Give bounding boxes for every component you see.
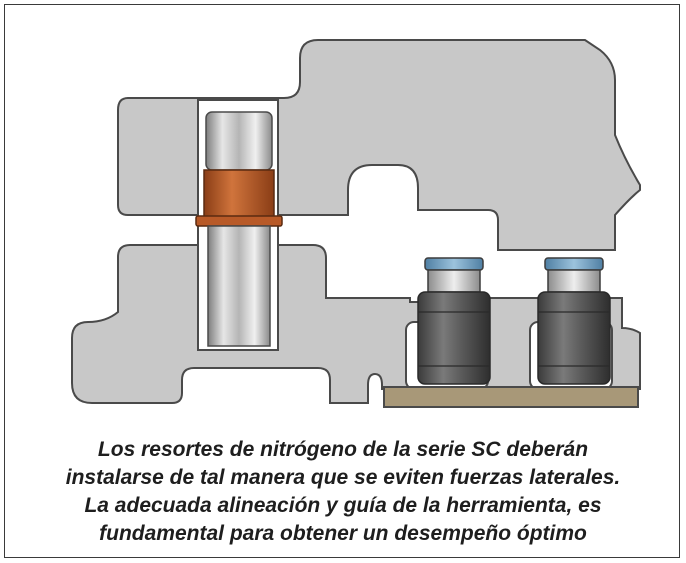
die-assembly-diagram [71, 39, 641, 408]
caption-line: instalarse de tal manera que se eviten f… [65, 466, 621, 489]
caption-line: fundamental para obtener un desempeño óp… [99, 522, 587, 545]
caption-line: Los resortes de nitrógeno de la serie SC… [97, 438, 589, 461]
nitrogen-spring-icon [417, 257, 491, 385]
nitrogen-spring-icon [537, 257, 611, 385]
figure-caption: Los resortes de nitrógeno de la serie SC… [10, 436, 676, 548]
base-plate [383, 386, 639, 408]
caption-line: La adecuada alineación y guía de la herr… [84, 494, 602, 517]
guide-pin-icon [195, 111, 283, 347]
